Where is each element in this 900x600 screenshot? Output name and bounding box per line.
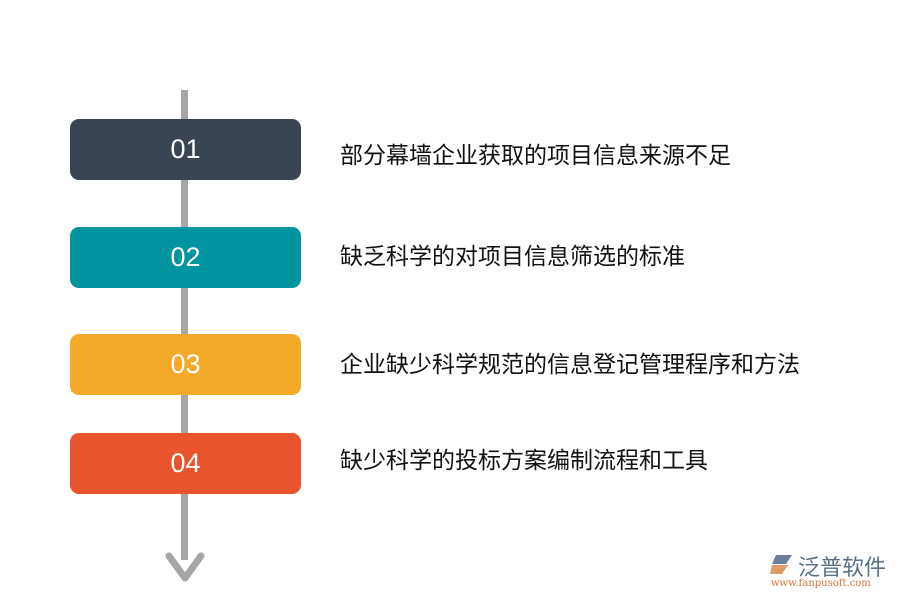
step-badge-01: 01 [70,119,301,180]
arrow-down-icon [165,552,205,582]
step-label-02: 缺乏科学的对项目信息筛选的标准 [340,244,685,270]
logo-icon [770,555,792,574]
step-number: 02 [170,242,201,272]
logo-url: www.fanpusoft.com [771,578,871,589]
step-badge-04: 04 [70,433,301,494]
step-badge-03: 03 [70,334,301,395]
step-number: 01 [170,134,201,164]
step-label-01: 部分幕墙企业获取的项目信息来源不足 [340,143,731,169]
logo-name: 泛普软件 [798,556,887,581]
step-number: 03 [170,349,201,379]
step-badge-02: 02 [70,227,301,288]
timeline-axis [181,90,188,560]
step-label-04: 缺少科学的投标方案编制流程和工具 [340,448,708,474]
step-label-03: 企业缺少科学规范的信息登记管理程序和方法 [340,352,800,378]
step-number: 04 [170,448,201,478]
brand-logo: 泛普软件 www.fanpusoft.com [768,550,893,594]
